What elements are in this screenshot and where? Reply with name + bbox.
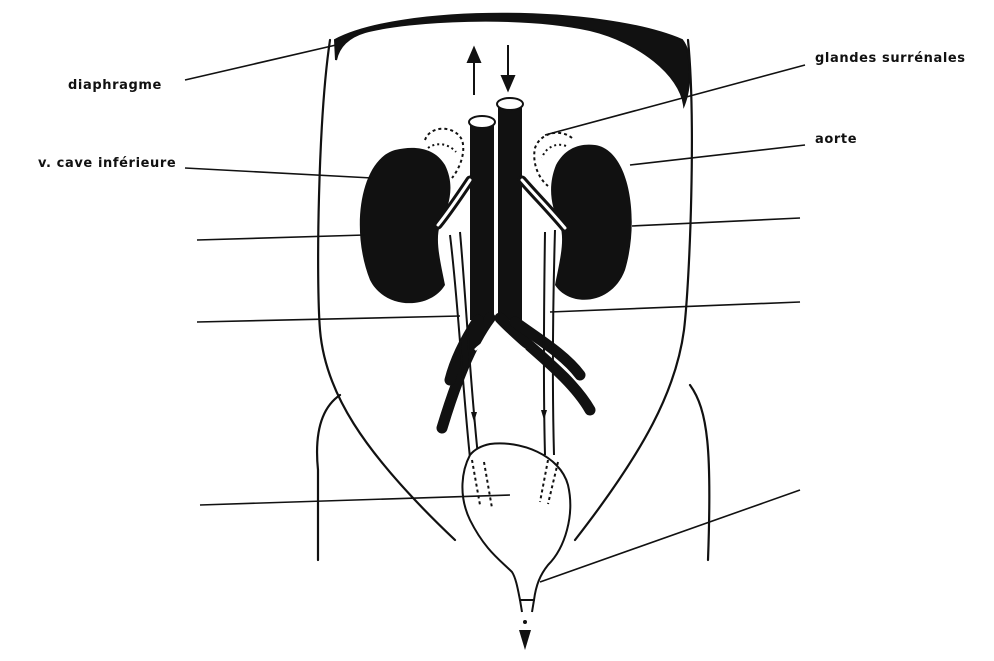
- aorta-top: [497, 98, 523, 110]
- label-diaphragme: diaphragme: [68, 78, 162, 93]
- great-vessels: [470, 105, 522, 320]
- iliac-arteries: [442, 318, 590, 428]
- urethra: [520, 600, 534, 612]
- label-veine-cave: v. cave inférieure: [38, 156, 176, 171]
- label-aorte: aorte: [815, 132, 857, 147]
- ureter-flow-arrows: [471, 410, 547, 422]
- diaphragm: [335, 14, 690, 105]
- urine-drop: [519, 620, 531, 650]
- vena-cava-top: [469, 116, 495, 128]
- label-glandes-surrenales: glandes surrénales: [815, 51, 966, 66]
- flow-arrows: [468, 45, 514, 95]
